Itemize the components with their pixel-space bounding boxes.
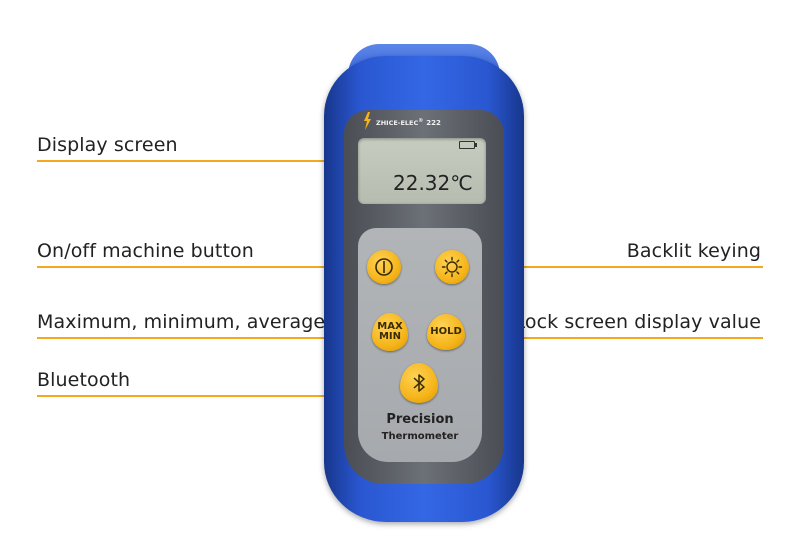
bluetooth-icon xyxy=(413,374,425,392)
device-title-thermometer: Thermometer xyxy=(381,431,459,442)
callout-line-display xyxy=(37,160,382,162)
max-min-button[interactable]: MAX MIN xyxy=(372,313,408,351)
label-display-screen: Display screen xyxy=(37,134,178,156)
backlight-button[interactable] xyxy=(435,250,469,284)
hold-button[interactable]: HOLD xyxy=(427,314,465,350)
sun-icon xyxy=(441,256,463,278)
model-number: 222 xyxy=(426,119,441,128)
label-on-off-button: On/off machine button xyxy=(37,240,254,262)
brand-registered: ® xyxy=(418,118,424,124)
max-label: MAX xyxy=(377,321,403,332)
hold-label: HOLD xyxy=(430,326,462,337)
bluetooth-button[interactable] xyxy=(400,363,438,403)
label-lock-screen: Lock screen display value xyxy=(514,311,761,333)
battery-icon xyxy=(459,141,477,149)
label-backlit-keying: Backlit keying xyxy=(626,240,761,262)
callout-line-backlit xyxy=(452,266,763,268)
callout-line-bluetooth xyxy=(37,395,417,397)
device-title-precision: Precision xyxy=(386,412,454,427)
power-button[interactable] xyxy=(367,250,401,284)
brand-name: ZHICE-ELEC xyxy=(376,119,419,128)
callout-line-lock xyxy=(446,337,763,339)
min-label: MIN xyxy=(378,331,402,342)
brand-label: ZHICE-ELEC®222 xyxy=(376,118,441,127)
label-max-min-avg: Maximum, minimum, average xyxy=(37,311,326,333)
label-bluetooth: Bluetooth xyxy=(37,369,131,391)
display-screen xyxy=(358,138,486,204)
power-icon xyxy=(375,258,393,276)
brand-logo-icon xyxy=(364,112,371,130)
callout-line-max-min xyxy=(37,337,382,339)
callout-line-on-off xyxy=(37,266,382,268)
temperature-reading: 22.32℃ xyxy=(393,171,473,195)
